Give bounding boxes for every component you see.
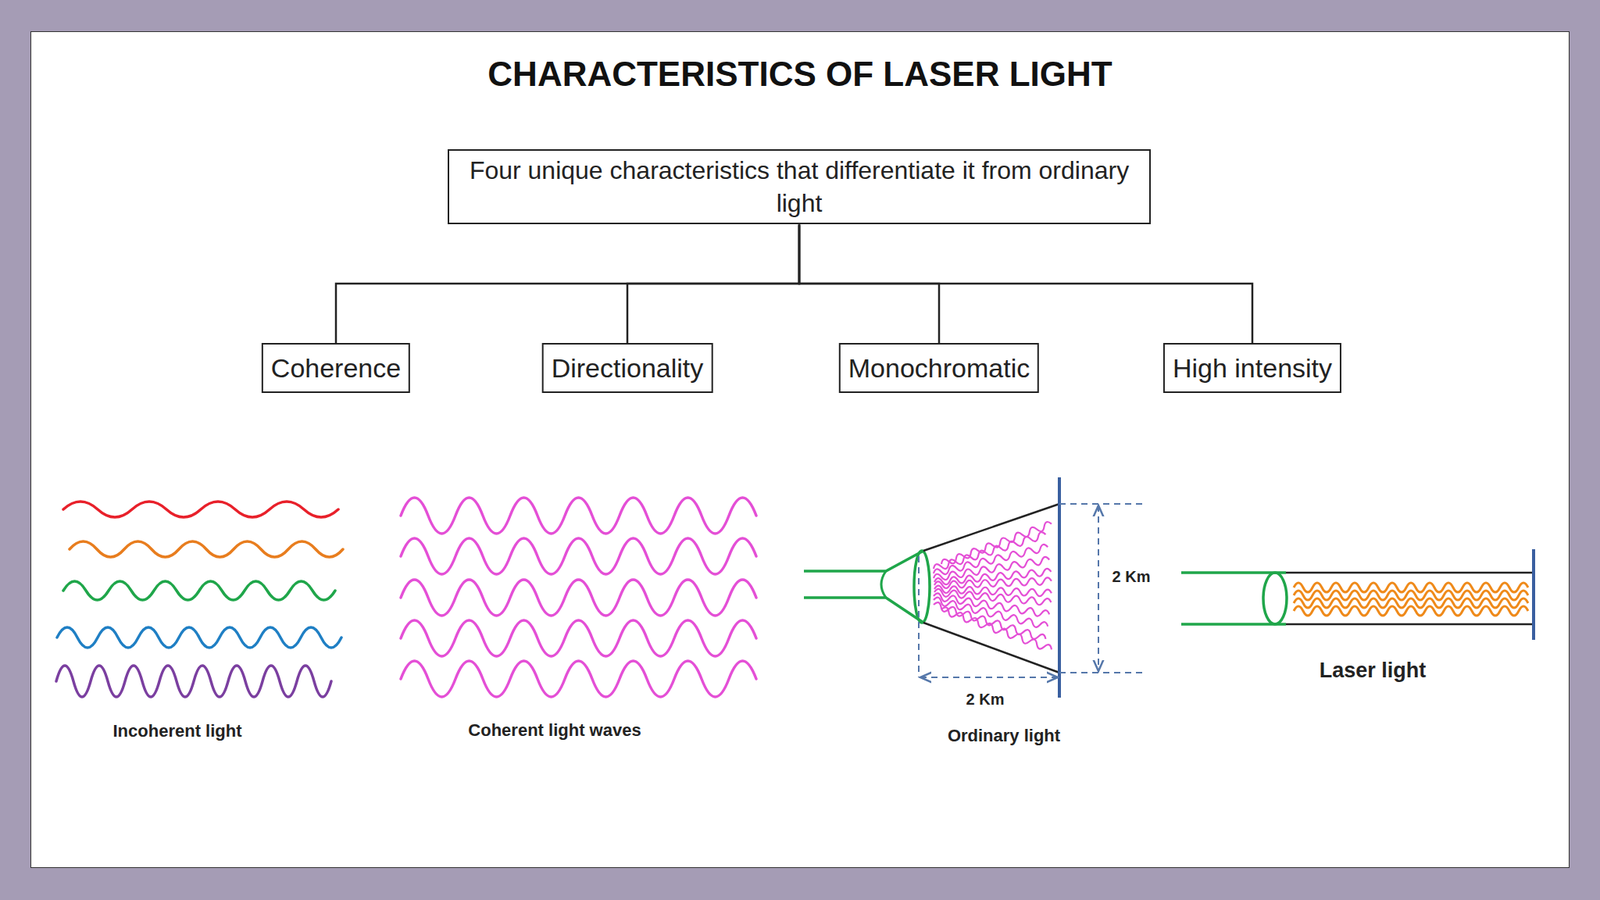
scattered-wave (939, 606, 1053, 654)
characteristic-box: Coherence (261, 342, 411, 393)
node-text: Directionality (551, 350, 704, 386)
root-box: Four unique characteristics that differe… (447, 149, 1151, 225)
beam-edge (1285, 571, 1534, 575)
laser-light-source (1181, 549, 1534, 640)
node-text: Monochromatic (848, 350, 1030, 386)
dimension-line (917, 556, 920, 678)
dimension-label: 2 Km (966, 690, 1005, 709)
coherent-wave (400, 620, 757, 657)
characteristic-box: High intensity (1163, 342, 1342, 393)
coherent-wave (400, 579, 757, 616)
panel-caption: Ordinary light (947, 725, 1061, 747)
incoherent-waves (56, 501, 343, 697)
scattered-wave (934, 589, 1052, 607)
torch-outline (803, 550, 924, 572)
screen (1532, 549, 1536, 640)
dimension-line (1059, 671, 1147, 674)
tree-connector (335, 224, 800, 343)
scattered-wave (932, 531, 1047, 572)
beam-edge (1285, 623, 1534, 626)
panel-caption: Coherent light waves (467, 720, 641, 741)
laser-wave (1293, 606, 1529, 616)
screen (1057, 477, 1061, 698)
node-text: Four unique characteristics that differe… (460, 153, 1139, 220)
node-text: High intensity (1172, 350, 1333, 386)
dimension-arrow (920, 676, 1058, 679)
dimension-label: 2 Km (1112, 567, 1151, 586)
tree-connector (627, 224, 800, 343)
dimension-line (1059, 503, 1147, 505)
purple-wave (56, 665, 332, 697)
node-text: Coherence (271, 350, 401, 386)
scattered-wave (932, 601, 1047, 643)
coherent-wave (400, 497, 757, 534)
scattered-wave (939, 520, 1053, 568)
coherent-wave (400, 538, 757, 575)
torch-outline (803, 597, 924, 623)
coherent-wave (400, 660, 757, 697)
torch-neck (881, 571, 886, 598)
green-wave (63, 581, 336, 600)
characteristic-box: Directionality (542, 342, 714, 393)
torch-lens (914, 550, 930, 623)
dimension-arrow (1097, 505, 1100, 672)
panel-caption: Laser light (1319, 658, 1427, 683)
red-wave (63, 501, 339, 518)
scattered-wave (932, 592, 1050, 618)
characteristic-box: Monochromatic (839, 342, 1040, 393)
panel-caption: Incoherent light (113, 721, 243, 742)
tree-connector (799, 224, 940, 343)
laser-lens (1263, 572, 1287, 625)
slide-title: CHARACTERISTICS OF LASER LIGHT (0, 54, 1600, 94)
blue-wave (57, 627, 342, 648)
ordinary-light-source (803, 477, 1147, 698)
coherent-waves (400, 497, 757, 697)
orange-wave (69, 541, 343, 558)
tree-connector (799, 224, 1253, 343)
